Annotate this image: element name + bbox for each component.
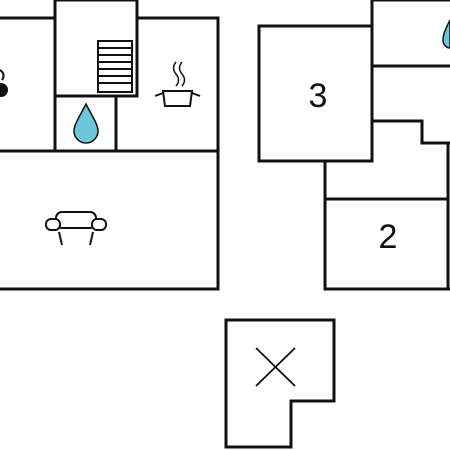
left-unit-outline (0, 0, 220, 291)
lower-unit (224, 318, 336, 449)
right-unit: 3 2 (257, 0, 450, 291)
cooking-pot-icon (154, 61, 201, 107)
lower-unit-outline (224, 318, 336, 449)
stairs-icon (97, 40, 133, 93)
wall-stepped-hall (370, 119, 450, 145)
room-3-number: 3 (309, 77, 328, 115)
water-drop-icon (73, 102, 99, 144)
partial-symbol-icon (0, 69, 8, 97)
sofa-icon (45, 211, 107, 246)
water-drop-icon (442, 19, 450, 49)
room-2-number: 2 (379, 218, 398, 256)
left-unit (0, 0, 220, 291)
room-3-outline (257, 24, 374, 163)
right-unit-outline (323, 0, 450, 291)
void-cross-icon (255, 347, 296, 387)
